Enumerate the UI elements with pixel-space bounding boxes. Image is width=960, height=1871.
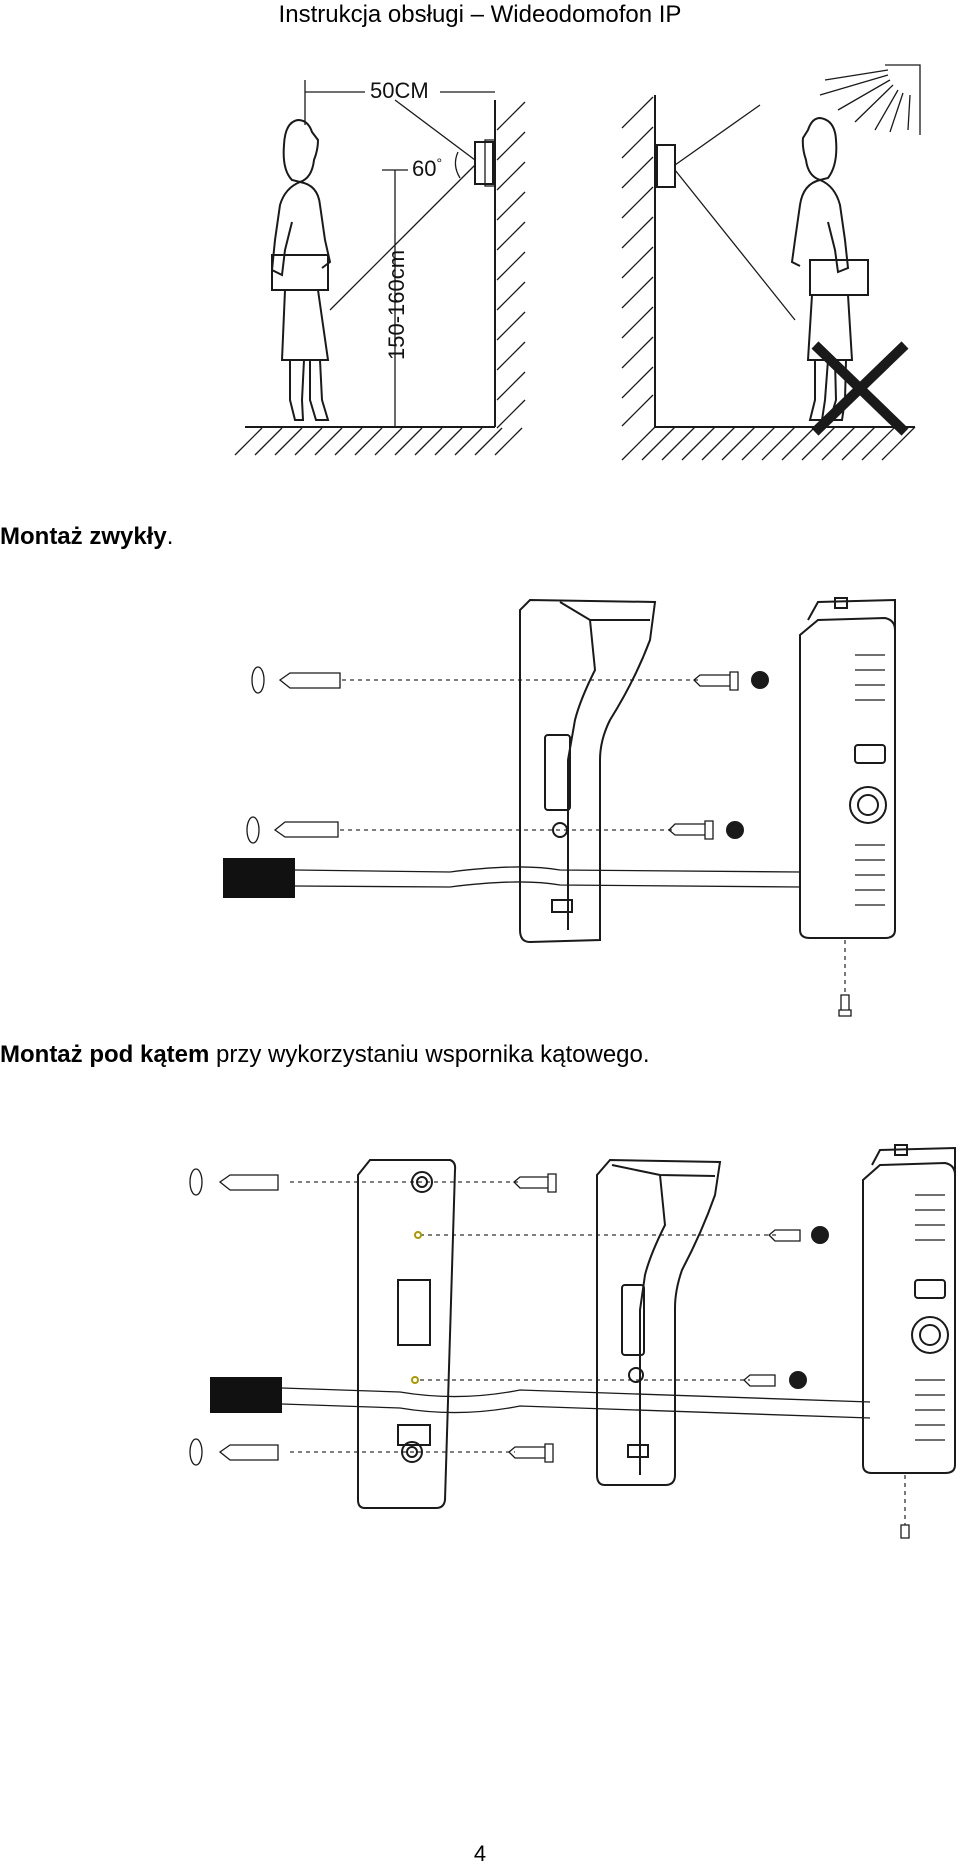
wall-plug	[218, 1174, 279, 1191]
wall-plug	[273, 821, 339, 838]
wall-plug	[278, 672, 341, 689]
screw	[513, 1173, 557, 1193]
page-header: Instrukcja obsługi – Wideodomofon IP	[278, 1, 682, 28]
wall-anchor-hole	[246, 816, 260, 844]
page-number: 4	[473, 1841, 487, 1866]
screw-cap	[789, 1371, 807, 1389]
rain-hood-bracket	[519, 598, 657, 944]
wall-hatch-right	[621, 96, 654, 427]
camera-button	[849, 786, 887, 824]
wall-hatch-left	[496, 101, 526, 429]
section-angled-mounting: Montaż pod kątem przy wykorzystaniu wspo…	[0, 1041, 650, 1068]
cable	[281, 1387, 871, 1403]
angled-mounting-figure	[189, 1144, 956, 1539]
floor-hatch-right	[621, 426, 916, 461]
height-label: 150-160cm	[384, 250, 409, 360]
screw	[693, 671, 739, 691]
screw-cap	[726, 821, 744, 839]
angle-bracket	[357, 1159, 457, 1509]
wall-plug	[218, 1444, 279, 1461]
sun-glare-icon	[819, 64, 921, 135]
doorbell-unit-right	[656, 144, 676, 188]
wall-anchor-hole	[189, 1438, 203, 1466]
doorbell-unit	[474, 141, 494, 185]
cable	[294, 866, 801, 873]
person-figure-left	[270, 118, 332, 421]
cable-plug	[223, 858, 295, 898]
person-figure-right	[790, 116, 869, 421]
doorbell-panel	[799, 597, 896, 939]
camera-button	[911, 1316, 949, 1354]
wall-anchor-hole	[251, 666, 265, 694]
wall-anchor-hole	[189, 1168, 203, 1196]
screw	[768, 1229, 801, 1242]
mounting-height-figure: 50CM 60° 150-160cm	[234, 64, 921, 461]
rain-hood-bracket	[596, 1158, 722, 1486]
bottom-screw	[900, 1524, 910, 1539]
bottom-screw	[838, 994, 852, 1017]
screw	[743, 1374, 776, 1387]
incorrect-x-icon	[811, 341, 909, 436]
distance-label: 50CM	[370, 78, 429, 103]
cable-plug	[210, 1377, 282, 1413]
section-standard-mounting: Montaż zwykły.	[0, 523, 174, 550]
screw	[508, 1443, 554, 1463]
screw	[668, 820, 714, 840]
screw-cap	[811, 1226, 829, 1244]
doorbell-panel	[862, 1144, 956, 1474]
floor-hatch-left	[234, 427, 523, 456]
screw-cap	[751, 671, 769, 689]
standard-mounting-figure	[223, 597, 896, 1017]
angle-label: 60°	[412, 155, 442, 181]
